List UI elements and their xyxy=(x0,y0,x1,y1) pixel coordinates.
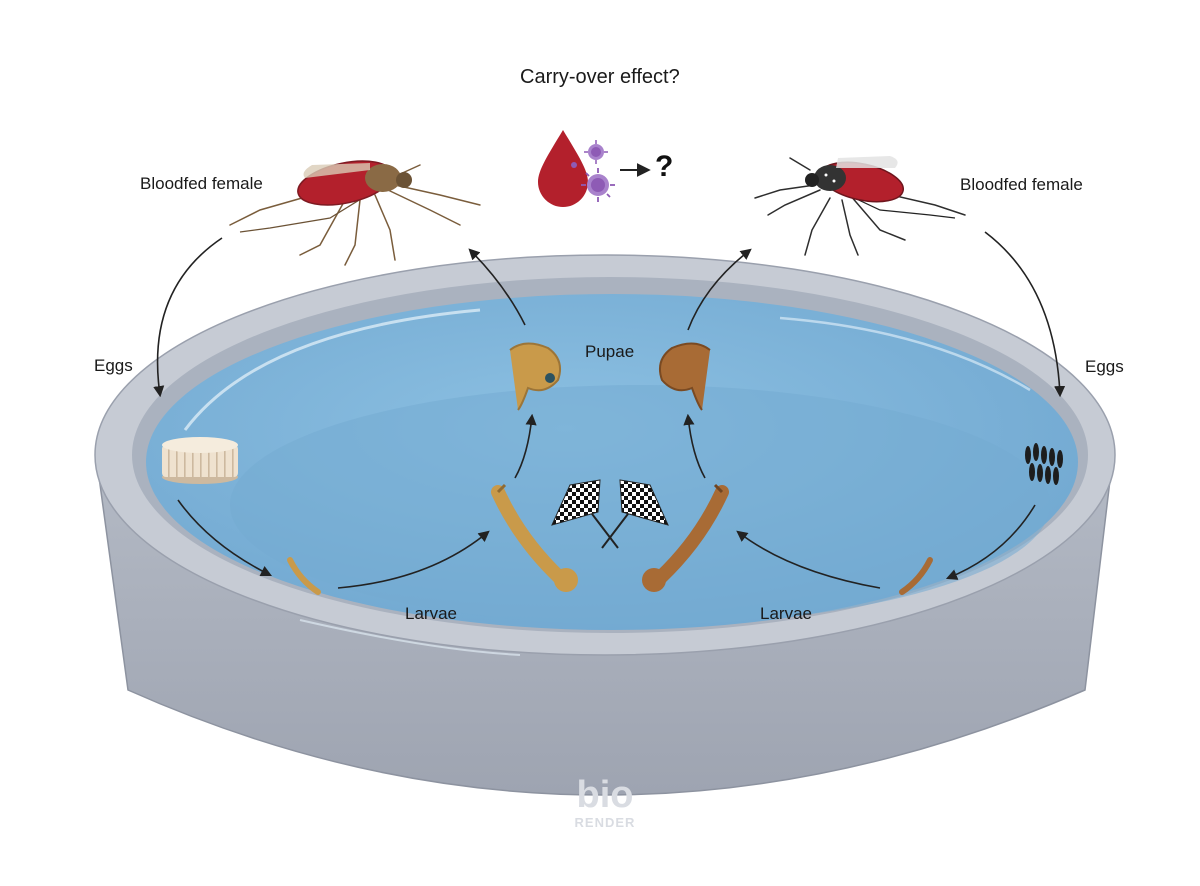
label-larvae-right: Larvae xyxy=(760,604,812,623)
blood-virus-icon xyxy=(538,130,651,207)
question-mark: ? xyxy=(655,150,674,183)
diagram-title: Carry-over effect? xyxy=(520,66,680,88)
label-pupae: Pupae xyxy=(585,342,635,361)
arrow-female-to-eggs-right xyxy=(984,231,1066,398)
egg-raft-left xyxy=(162,437,238,484)
petri-dish xyxy=(94,254,1116,796)
label-larvae-left: Larvae xyxy=(405,604,457,623)
large-larva-left xyxy=(491,483,578,592)
arrow-larva-to-large-left xyxy=(337,530,490,589)
label-eggs-left: Eggs xyxy=(94,356,133,375)
arrow-large-to-pupa-left xyxy=(514,413,537,479)
eggs-right xyxy=(1025,443,1063,485)
arrow-pupa-to-female-right xyxy=(687,248,752,331)
cycle-arrows xyxy=(153,231,1066,589)
small-larva-right xyxy=(899,557,933,595)
watermark-brand: bio xyxy=(576,774,634,816)
small-larva-left xyxy=(287,557,321,595)
pupa-right xyxy=(659,342,711,411)
pupa-left xyxy=(509,342,561,411)
mosquito-right xyxy=(754,156,966,256)
label-eggs-right: Eggs xyxy=(1085,357,1124,376)
water-highlight xyxy=(183,308,481,431)
arrow-eggs-to-larva-right xyxy=(945,504,1036,580)
label-bloodfed-female-right: Bloodfed female xyxy=(960,175,1083,194)
label-bloodfed-female-left: Bloodfed female xyxy=(140,174,263,193)
arrow-larva-to-large-right xyxy=(736,530,881,589)
arrow-female-to-eggs-left xyxy=(153,237,223,398)
arrow-pupa-to-female-left xyxy=(468,248,526,326)
biorender-watermark: bio RENDER xyxy=(565,775,645,830)
water-highlight xyxy=(299,619,521,656)
arrow-large-to-pupa-right xyxy=(683,413,706,479)
arrow-eggs-to-larva-left xyxy=(177,499,273,577)
checkered-flags-icon xyxy=(551,479,669,549)
large-larva-right xyxy=(642,483,729,592)
watermark-sub: RENDER xyxy=(574,815,636,830)
water-highlight xyxy=(779,316,1031,392)
mosquito-left xyxy=(229,160,481,266)
